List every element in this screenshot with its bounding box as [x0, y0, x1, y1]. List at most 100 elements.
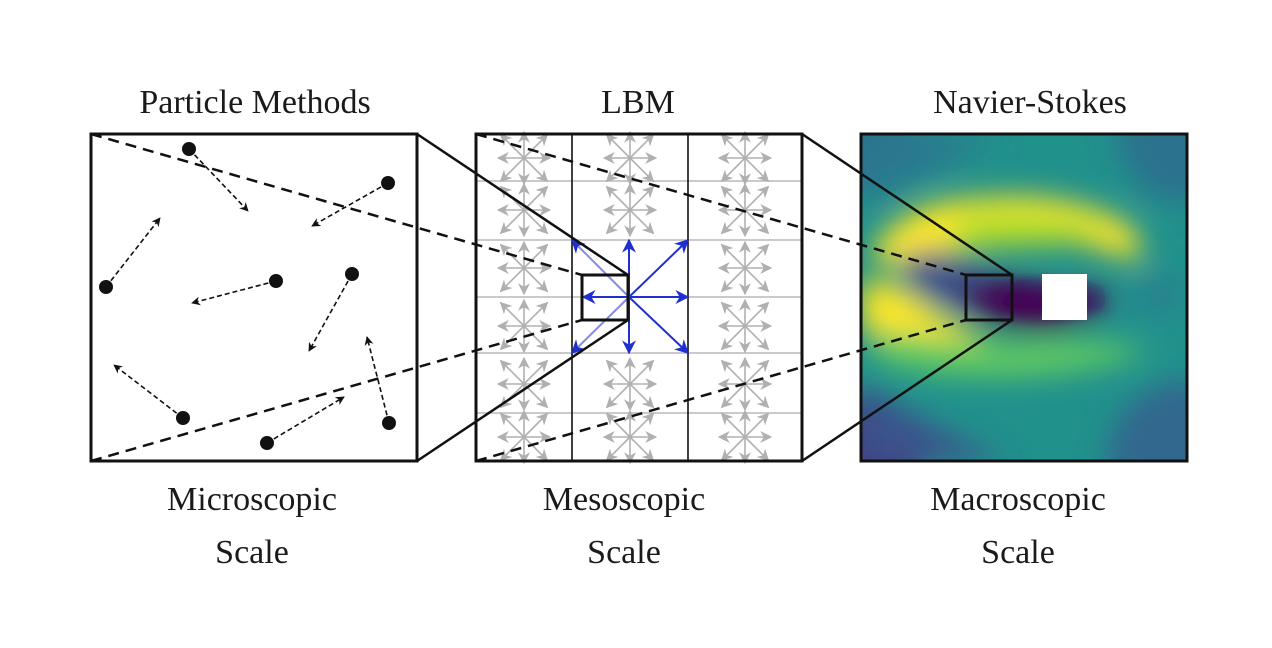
- lbm-velocity-arrow: [629, 209, 655, 235]
- lbm-velocity-arrow: [523, 243, 549, 269]
- scale-label-scale: Scale: [215, 534, 289, 571]
- lbm-velocity-arrow: [744, 359, 770, 385]
- lbm-velocity-arrow: [499, 436, 525, 462]
- dashed-zoom-line: [90, 132, 583, 277]
- lbm-velocity-arrow: [629, 185, 655, 211]
- lbm-velocity-arrow: [605, 412, 631, 438]
- lbm-velocity-arrow: [523, 436, 549, 462]
- lbm-velocity-arrow: [605, 185, 631, 211]
- lbm-velocity-arrow: [720, 267, 746, 293]
- lbm-velocity-arrow: [744, 157, 770, 183]
- lbm-velocity-arrow: [744, 412, 770, 438]
- lbm-velocity-arrow: [523, 359, 549, 385]
- navier-stokes-panel: [859, 132, 1189, 463]
- dashed-zoom-line: [475, 132, 967, 277]
- lbm-velocity-arrow: [720, 185, 746, 211]
- particle: [113, 364, 190, 425]
- particle: [191, 274, 283, 306]
- lbm-velocity-arrow: [499, 301, 525, 327]
- panel-title-navier-stokes: Navier-Stokes: [933, 84, 1127, 121]
- lbm-frame: [474, 132, 804, 463]
- lbm-velocity-arrow: [720, 325, 746, 351]
- lbm-velocity-arrow: [499, 243, 525, 269]
- lbm-velocity-arrow: [523, 157, 549, 183]
- lbm-velocity-arrow: [629, 157, 655, 183]
- lbm-velocity-arrow: [523, 325, 549, 351]
- lbm-velocity-arrow: [744, 325, 770, 351]
- lbm-velocity-arrow: [499, 325, 525, 351]
- lbm-velocity-arrow: [720, 301, 746, 327]
- lbm-velocity-arrow: [499, 133, 525, 159]
- lbm-velocity-arrow: [499, 359, 525, 385]
- lbm-velocity-arrow: [523, 412, 549, 438]
- lbm-velocity-arrow: [629, 436, 655, 462]
- lbm-highlight-stencil: [571, 238, 690, 355]
- particle: [311, 176, 395, 227]
- lbm-velocity-arrow: [720, 383, 746, 409]
- particle: [260, 396, 345, 450]
- lbm-velocity-arrow: [744, 133, 770, 159]
- velocity-field: [861, 134, 1187, 461]
- lbm-velocity-arrow: [605, 359, 631, 385]
- particle-set: [99, 142, 396, 450]
- lbm-velocity-arrow: [720, 133, 746, 159]
- lbm-panel: [474, 130, 804, 465]
- lbm-velocity-arrow: [523, 185, 549, 211]
- lbm-velocity-arrow: [720, 436, 746, 462]
- ns-zoom-box: [964, 273, 1014, 322]
- scale-label-scale: Scale: [587, 534, 661, 571]
- particle-panel: [89, 132, 419, 463]
- lbm-velocity-arrow: [629, 359, 655, 385]
- particle: [182, 142, 249, 212]
- lbm-velocity-arrow: [629, 133, 655, 159]
- lbm-velocity-arrow: [605, 436, 631, 462]
- lbm-velocity-arrow: [744, 301, 770, 327]
- ns-frame: [859, 132, 1189, 463]
- particle-frame: [89, 132, 419, 463]
- lbm-velocity-arrow: [499, 157, 525, 183]
- scale-label-microscopic: Microscopic: [167, 481, 337, 518]
- solid-zoom-line: [801, 132, 1013, 277]
- lbm-velocity-arrow: [744, 209, 770, 235]
- particle: [308, 267, 359, 352]
- particle: [364, 336, 396, 430]
- lbm-velocity-arrow: [523, 267, 549, 293]
- lbm-velocity-arrow: [720, 412, 746, 438]
- lbm-velocity-arrow: [720, 157, 746, 183]
- solid-zoom-line: [416, 318, 629, 463]
- lbm-velocity-arrow: [605, 133, 631, 159]
- scale-label-mesoscopic: Mesoscopic: [543, 481, 705, 518]
- solid-zoom-line: [416, 132, 629, 277]
- lbm-velocity-arrow: [744, 185, 770, 211]
- scale-label-macroscopic: Macroscopic: [930, 481, 1106, 518]
- zoom-connectors: [90, 132, 1013, 463]
- panel-title-lbm: LBM: [601, 84, 675, 121]
- dashed-zoom-line: [90, 318, 583, 463]
- scale-label-scale: Scale: [981, 534, 1055, 571]
- lbm-velocity-arrow: [629, 412, 655, 438]
- obstacle-square: [1042, 274, 1087, 320]
- lbm-velocity-arrow: [523, 209, 549, 235]
- lbm-velocity-arrow: [605, 383, 631, 409]
- particle: [99, 217, 161, 294]
- lbm-velocity-arrow: [720, 243, 746, 269]
- panel-title-particle-methods: Particle Methods: [139, 84, 370, 121]
- lbm-velocity-arrow: [744, 436, 770, 462]
- lbm-velocity-arrow: [720, 209, 746, 235]
- lbm-velocity-arrow: [605, 157, 631, 183]
- lbm-velocity-arrow: [720, 359, 746, 385]
- lbm-velocity-arrow: [523, 133, 549, 159]
- lbm-zoom-box: [580, 273, 630, 322]
- lbm-velocity-arrow: [744, 267, 770, 293]
- lbm-velocity-arrow: [523, 301, 549, 327]
- dashed-zoom-line: [475, 318, 967, 463]
- lbm-velocity-arrow: [499, 267, 525, 293]
- lbm-velocity-arrow: [499, 412, 525, 438]
- lbm-velocity-arrow: [629, 383, 655, 409]
- solid-zoom-line: [801, 318, 1013, 463]
- lbm-velocity-arrow: [744, 383, 770, 409]
- lbm-velocity-arrow: [499, 209, 525, 235]
- lbm-velocity-arrow: [605, 209, 631, 235]
- lbm-velocity-arrow: [744, 243, 770, 269]
